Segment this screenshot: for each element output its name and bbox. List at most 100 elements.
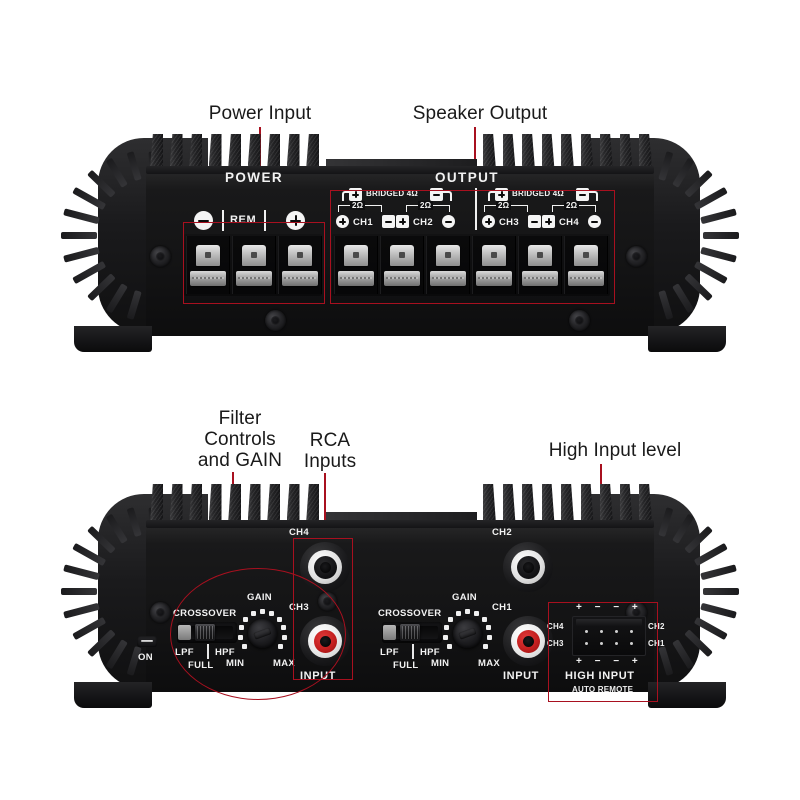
heatsink-fin [286,134,300,170]
power-terminal-block[interactable] [184,234,322,296]
gain-max-label-left: MAX [273,658,296,669]
heatsink-fin [600,134,613,170]
heatsink-radial-fin [700,563,737,580]
high-input-pin[interactable] [600,642,603,645]
gain-tick [443,625,449,631]
speaker-terminal-ch4-plus[interactable] [518,236,562,294]
switch-cap [178,624,192,641]
speaker-terminal-ch3[interactable] [472,236,516,294]
rca-jack-ch2[interactable] [503,542,553,592]
power-negative-icon [194,211,213,230]
gain-tick [241,643,247,649]
heatsink-fin [150,484,163,524]
section-label-output: OUTPUT [435,170,499,185]
heatsink-fin [580,134,594,170]
callout-power-input: Power Input [208,103,312,124]
rca-jack-ch1[interactable] [503,616,553,666]
high-input-polarity-bottom: + − − + [576,656,643,667]
impedance-ch2: 2Ω [418,201,434,210]
heatsink-fin [561,484,574,524]
gain-knob-right[interactable] [440,606,495,661]
heatsink-fin [639,484,652,524]
high-input-pin[interactable] [585,642,588,645]
heatsink-radial-fin [63,563,100,580]
output-group-2: BRIDGED 4Ω 2Ω 2Ω CH3 CH4 [478,186,614,232]
heatsink-fin [228,134,241,170]
crossover-center-mark-left [207,644,209,659]
high-input-pin[interactable] [630,642,633,645]
bridged-minus-icon [576,188,589,201]
crossover-switch-left[interactable] [177,622,237,643]
speaker-terminal-ch1-plus[interactable] [334,236,378,294]
high-input-pin[interactable] [615,642,618,645]
callout-filter-controls: Filter Controls and GAIN [197,408,283,471]
high-input-pin[interactable] [585,630,588,633]
gain-tick [481,616,487,622]
section-label-power: POWER [225,170,284,185]
gain-max-label-right: MAX [478,658,501,669]
mounting-foot-right-2 [648,682,726,708]
terminal-clamp [430,270,466,286]
gain-tick [474,611,480,617]
knob-body[interactable] [453,619,482,648]
power-on-label: ON [138,652,153,663]
speaker-terminal-ch2[interactable] [426,236,470,294]
gain-tick [446,643,452,649]
high-input-pin[interactable] [630,630,633,633]
heatsink-radial-fin [61,587,97,595]
ch2-minus-icon [442,215,455,228]
rca-label-ch2: CH2 [492,527,512,538]
terminal-clamp [282,270,318,286]
rca-hole [319,561,331,573]
bridged-label-1: BRIDGED 4Ω [366,189,418,198]
power-terminal-negative[interactable] [186,236,230,294]
heatsink-fin [169,134,183,170]
knob-body[interactable] [248,619,277,648]
terminal-screw [436,245,460,267]
high-input-connector[interactable] [572,616,646,656]
callout-high-input-level: High Input level [548,440,682,461]
crossover-center-mark-right [412,644,414,659]
divider-left [222,210,224,231]
heatsink-radial-fin [63,246,100,263]
high-input-pin[interactable] [600,630,603,633]
amplifier-top-view: POWER OUTPUT REM [60,130,740,370]
high-input-ch2-label: CH2 [648,622,665,631]
power-on-led [137,636,157,647]
leader-rca-inputs [324,473,326,539]
gain-tick [250,611,256,617]
amplifier-bottom-view: ON CROSSOVER LPF HPF FULL GAIN MIN MAX C… [60,480,740,720]
switch-lever[interactable] [195,624,216,641]
rca-jack-ch4[interactable] [300,542,350,592]
terminal-clamp [190,270,226,286]
switch-lever[interactable] [400,624,421,641]
terminal-screw [528,245,552,267]
heatsink-fin [267,484,280,524]
gain-knob-left[interactable] [235,606,290,661]
crossover-switch-right[interactable] [382,622,442,643]
speaker-terminal-ch1-minus[interactable] [380,236,424,294]
power-terminal-positive[interactable] [278,236,322,294]
gain-tick [486,634,492,640]
rca-hole [522,635,534,647]
rca-jack-ch3[interactable] [300,616,350,666]
mounting-foot-left [74,326,152,352]
gain-tick [276,616,282,622]
gain-tick [443,634,449,640]
speaker-terminal-block[interactable] [332,234,610,296]
divider-right [264,210,266,231]
heatsink-fin [247,484,261,524]
rca-label-ch1: CH1 [492,602,512,613]
power-terminal-remote[interactable] [232,236,276,294]
gain-tick [465,609,470,614]
heatsink-fin [619,134,633,170]
speaker-terminal-ch4-minus[interactable] [564,236,608,294]
chassis-screw-bottom-left [265,310,286,331]
chassis-screw-top-right [626,246,647,267]
heatsink-radial-fin [700,602,737,619]
channel-label-ch3: CH3 [499,217,519,228]
mounting-foot-right [648,326,726,352]
high-input-pin[interactable] [615,630,618,633]
heatsink-fin [247,134,261,170]
high-input-pins [572,616,644,654]
